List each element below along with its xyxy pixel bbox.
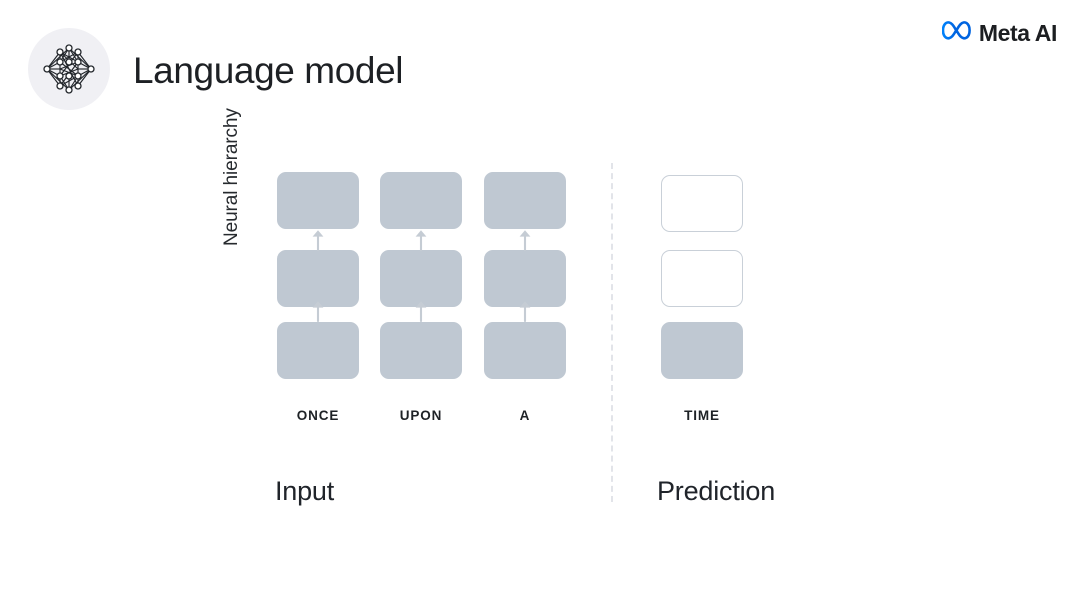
node-a-layer1 xyxy=(484,322,566,379)
arrow-up-a-2to3 xyxy=(517,229,533,253)
node-once-layer1 xyxy=(277,322,359,379)
brand-name: Meta AI xyxy=(978,20,1058,46)
arrow-up-upon-1to2 xyxy=(413,300,429,324)
node-a-layer2 xyxy=(484,250,566,307)
node-time-layer3 xyxy=(661,175,743,232)
node-a-layer3 xyxy=(484,172,566,229)
node-upon-layer1 xyxy=(380,322,462,379)
token-label-upon: UPON xyxy=(399,408,443,423)
input-prediction-divider xyxy=(611,163,613,502)
meta-infinity-logo xyxy=(941,20,972,46)
node-once-layer3 xyxy=(277,172,359,229)
node-once-layer2 xyxy=(277,250,359,307)
page-title: Language model xyxy=(133,50,404,91)
caption-input: Input xyxy=(275,476,335,506)
node-upon-layer2 xyxy=(380,250,462,307)
token-label-once: ONCE xyxy=(296,408,340,423)
arrow-up-upon-2to3 xyxy=(413,229,429,253)
node-time-layer1 xyxy=(661,322,743,379)
neural-network-icon xyxy=(28,28,110,110)
arrow-up-once-1to2 xyxy=(310,300,326,324)
token-label-time: TIME xyxy=(684,408,720,423)
neural-hierarchy-axis-label: Neural hierarchy xyxy=(221,108,242,246)
arrow-up-once-2to3 xyxy=(310,229,326,253)
meta-ai-brand: Meta AI xyxy=(941,20,1058,46)
arrow-up-a-1to2 xyxy=(517,300,533,324)
node-time-layer2 xyxy=(661,250,743,307)
token-label-a: A xyxy=(519,408,531,423)
node-upon-layer3 xyxy=(380,172,462,229)
caption-prediction: Prediction xyxy=(657,476,776,506)
